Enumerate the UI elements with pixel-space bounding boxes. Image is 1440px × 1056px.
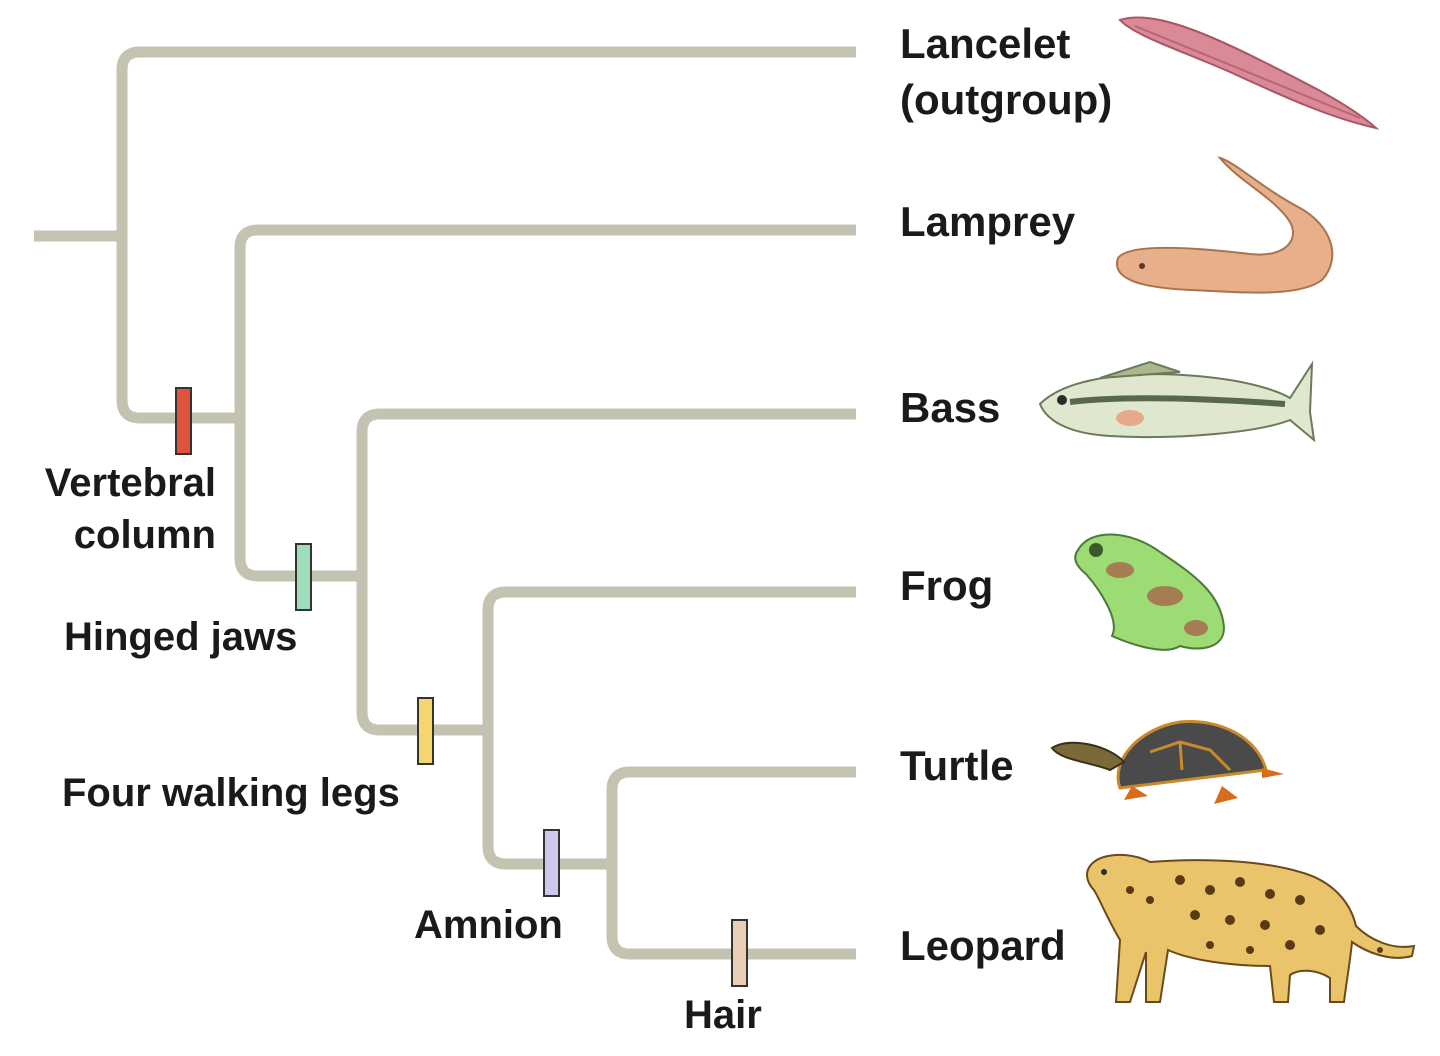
leopard-icon [1086, 853, 1416, 1003]
frog-icon [1074, 533, 1226, 651]
trait-marker-hair [731, 919, 748, 987]
trait-label-hinged-jaws: Hinged jaws [64, 615, 297, 659]
trait-marker-vertebral-column [175, 387, 192, 455]
branch-bass [356, 408, 856, 736]
trait-marker-four-walking-legs [417, 697, 434, 765]
turtle-icon [1050, 719, 1284, 804]
trait-label-amnion: Amnion [414, 903, 563, 947]
trait-label-hair: Hair [684, 993, 762, 1037]
tree-branches [34, 46, 856, 960]
taxon-label-leopard: Leopard [900, 922, 1066, 969]
trait-marker-hinged-jaws [295, 543, 312, 611]
trait-labels: Vertebral column Hinged jaws Four walkin… [45, 461, 762, 1037]
bass-icon [1038, 360, 1316, 443]
trait-label-vertebral: Vertebral [45, 461, 216, 505]
branch-lamprey [234, 224, 856, 582]
trait-marker-amnion [543, 829, 560, 897]
lamprey-icon [1115, 156, 1334, 294]
taxon-label-turtle: Turtle [900, 742, 1014, 789]
branch-frog [482, 586, 856, 870]
trait-label-four-walking-legs: Four walking legs [62, 771, 400, 815]
lancelet-icon [1118, 16, 1380, 130]
taxon-labels: Lancelet (outgroup) Lamprey Bass Frog Tu… [900, 20, 1112, 969]
taxon-label-frog: Frog [900, 562, 993, 609]
branch-turtle-leopard [606, 766, 856, 960]
taxon-label-lancelet-outgroup: (outgroup) [900, 76, 1112, 123]
trait-label-column: column [74, 513, 216, 557]
taxon-label-lancelet: Lancelet [900, 20, 1070, 67]
taxon-label-bass: Bass [900, 384, 1000, 431]
trait-markers [175, 387, 748, 987]
taxon-label-lamprey: Lamprey [900, 198, 1076, 245]
branch-lancelet [116, 46, 856, 424]
